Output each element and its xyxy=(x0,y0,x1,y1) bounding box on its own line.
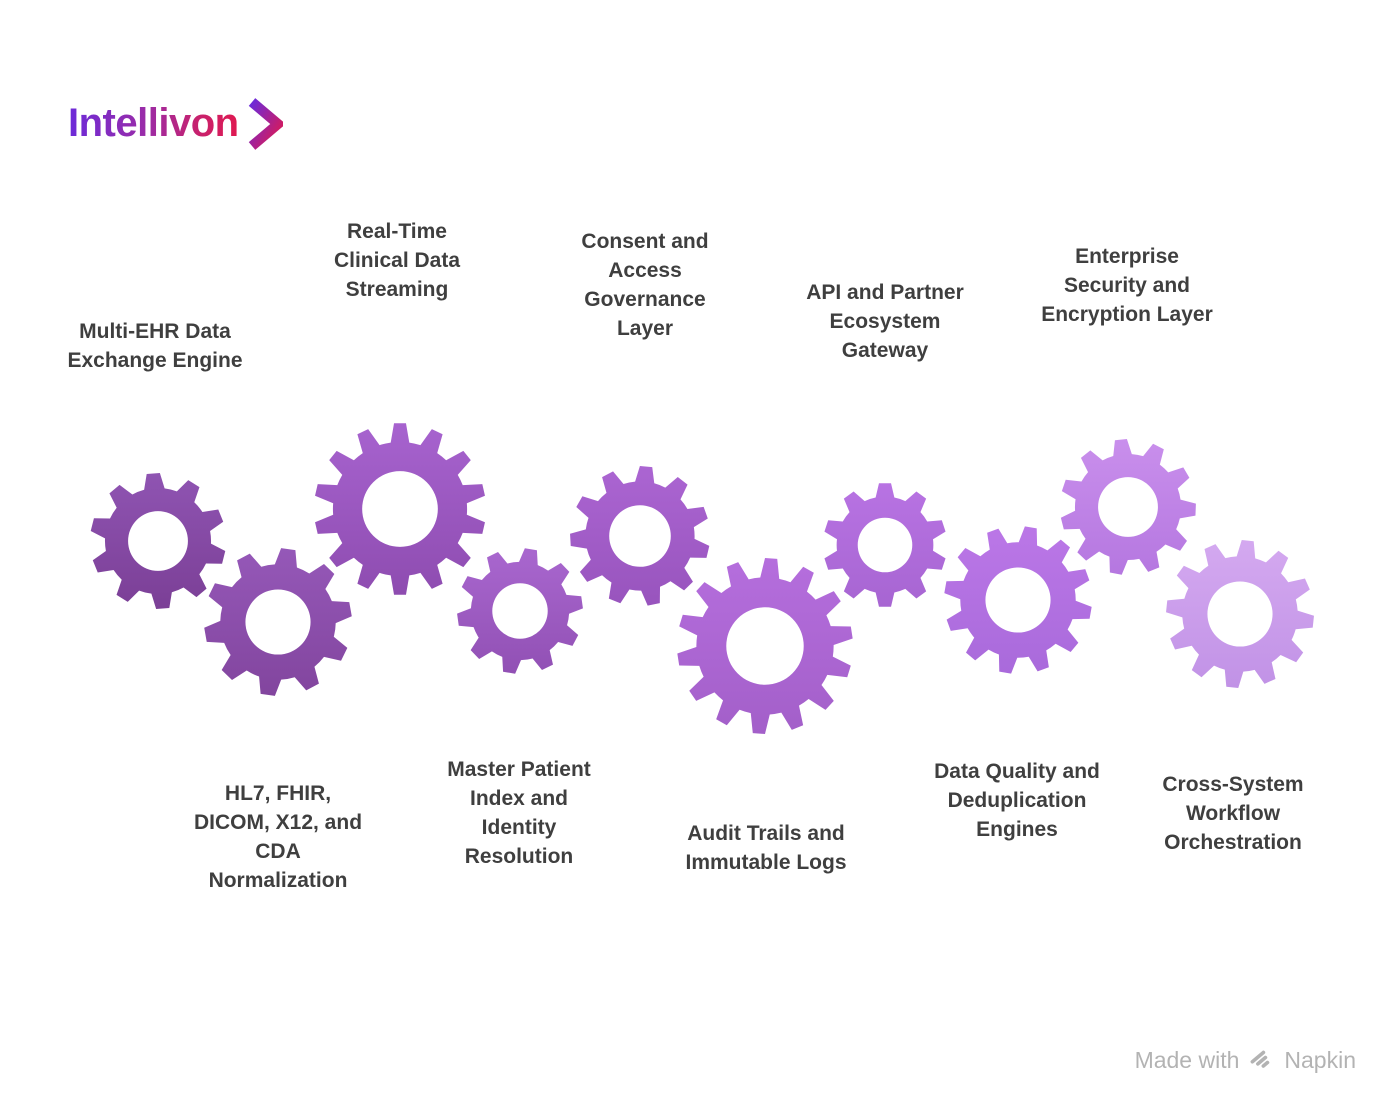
label-multi-ehr-data-exchange: Multi-EHR Data Exchange Engine xyxy=(67,320,243,372)
label-cross-system-workflow: Cross-System Workflow Orchestration xyxy=(1162,773,1304,854)
footer-brand-text: Napkin xyxy=(1284,1047,1356,1073)
gear-hl7-normalization-icon xyxy=(204,548,352,696)
label-enterprise-security: Enterprise Security and Encryption Layer xyxy=(1041,245,1213,326)
logo-text: Intellivon xyxy=(68,100,239,145)
label-api-partner-gateway: API and Partner Ecosystem Gateway xyxy=(806,281,964,362)
label-master-patient-index: Master Patient Index and Identity Resolu… xyxy=(447,758,591,868)
gear-data-quality-icon xyxy=(944,526,1092,674)
gear-consent-governance-icon xyxy=(570,466,710,606)
gear-realtime-streaming-icon xyxy=(315,423,485,595)
label-data-quality-dedup: Data Quality and Deduplication Engines xyxy=(934,760,1100,841)
gear-enterprise-security-icon xyxy=(1060,439,1196,575)
label-hl7-normalization: HL7, FHIR, DICOM, X12, and CDA Normaliza… xyxy=(193,782,363,892)
gear-audit-trails-icon xyxy=(677,558,853,734)
napkin-credit: Made with Napkin xyxy=(1135,1047,1356,1074)
label-audit-trails: Audit Trails and Immutable Logs xyxy=(685,822,847,874)
label-consent-access-governance: Consent and Access Governance Layer xyxy=(581,230,709,340)
label-realtime-clinical-streaming: Real-Time Clinical Data Streaming xyxy=(333,220,461,301)
logo: Intellivon xyxy=(68,96,283,150)
chevron-right-icon xyxy=(248,98,283,150)
napkin-stripes-icon xyxy=(1250,1050,1270,1068)
gear-cross-system-workflow-icon xyxy=(1166,540,1314,688)
gear-api-gateway-icon xyxy=(824,483,946,607)
footer-made-with-text: Made with xyxy=(1134,1047,1240,1073)
gear-master-patient-index-icon xyxy=(457,548,583,674)
gear-multi-ehr-icon xyxy=(90,473,226,609)
